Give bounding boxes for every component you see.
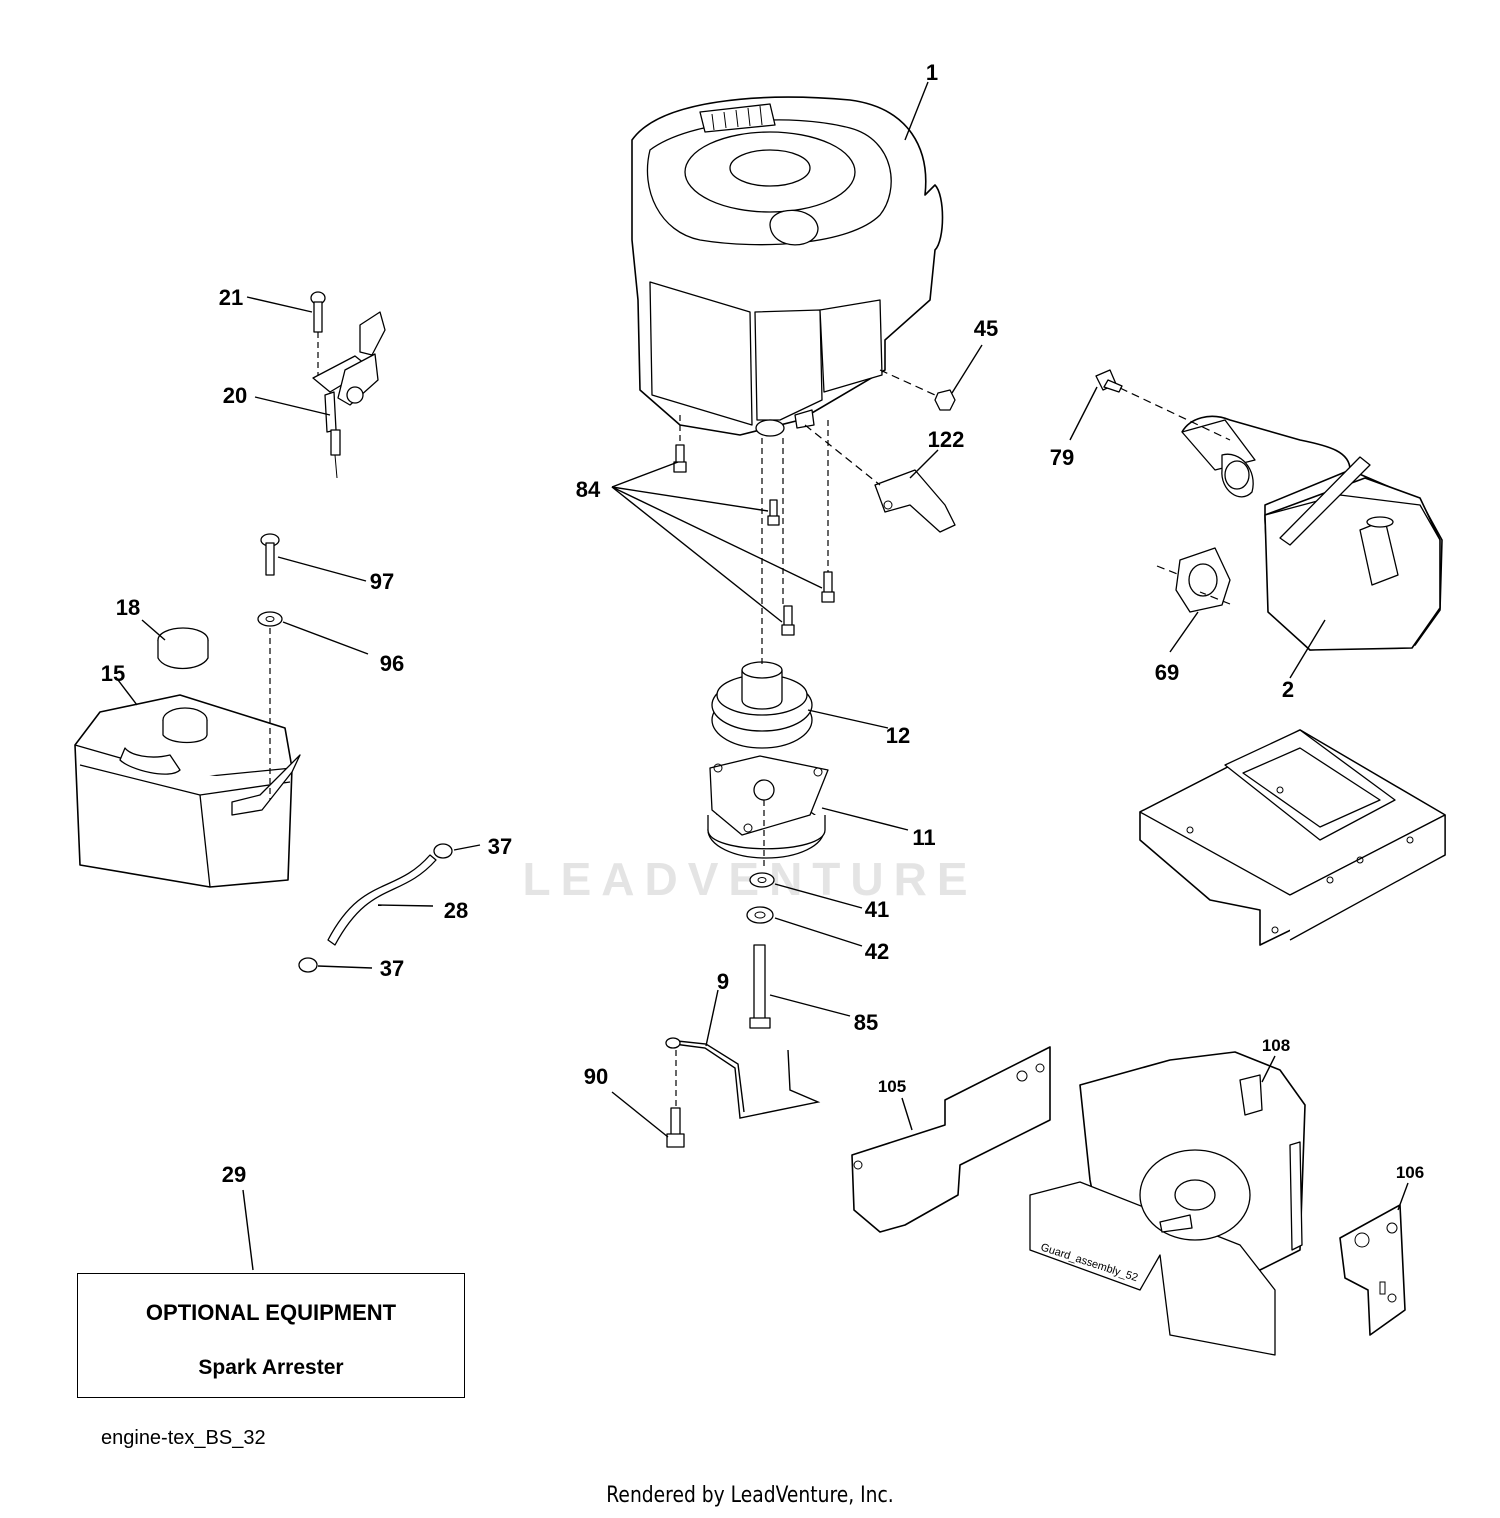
part-number-96: 96 bbox=[380, 651, 404, 676]
fuel-line-28[interactable] bbox=[327, 854, 437, 946]
watermark: LEADVENTURE bbox=[522, 853, 978, 905]
part-number-28: 28 bbox=[444, 898, 468, 923]
gasket-69[interactable] bbox=[1175, 547, 1231, 613]
clamp-37-top[interactable] bbox=[433, 843, 453, 859]
footer-credit: Rendered by LeadVenture, Inc. bbox=[606, 1483, 894, 1508]
bolts-84[interactable] bbox=[673, 444, 835, 636]
shield-122[interactable] bbox=[874, 469, 956, 533]
part-number-84: 84 bbox=[576, 477, 601, 502]
bolt-79[interactable] bbox=[1095, 369, 1123, 393]
part-number-11: 11 bbox=[912, 825, 935, 850]
bolt-90[interactable] bbox=[666, 1107, 685, 1148]
leader-lines bbox=[117, 81, 1409, 1271]
part-number-12: 12 bbox=[886, 723, 910, 748]
muffler-drawing[interactable] bbox=[1181, 415, 1443, 651]
part-number-106: 106 bbox=[1396, 1163, 1424, 1182]
engine-drawing[interactable] bbox=[631, 96, 944, 437]
bolt-85[interactable] bbox=[749, 944, 771, 1029]
rod-9[interactable] bbox=[665, 1037, 821, 1119]
part-number-29: 29 bbox=[222, 1162, 246, 1187]
fuel-cap-18[interactable] bbox=[157, 627, 209, 670]
part-number-79: 79 bbox=[1050, 445, 1074, 470]
part-number-69: 69 bbox=[1155, 660, 1179, 685]
part-number-15: 15 bbox=[101, 661, 125, 686]
engine-mount-frame[interactable] bbox=[1139, 729, 1446, 946]
pulley-12[interactable] bbox=[711, 661, 813, 749]
screw-21[interactable] bbox=[310, 291, 326, 333]
part-number-2: 2 bbox=[1282, 677, 1294, 702]
diagram-code: engine-tex_BS_32 bbox=[101, 1427, 266, 1449]
washer-41[interactable] bbox=[749, 872, 775, 888]
guard-assembly-108[interactable]: Guard_assembly_52 bbox=[1029, 1051, 1306, 1356]
part-number-37-top: 37 bbox=[488, 834, 512, 859]
fuel-tank-15[interactable] bbox=[74, 694, 301, 888]
part-number-41: 41 bbox=[865, 897, 889, 922]
part-number-105: 105 bbox=[878, 1077, 906, 1096]
part-number-85: 85 bbox=[854, 1010, 878, 1035]
part-number-90: 90 bbox=[584, 1064, 608, 1089]
clamp-37-bottom[interactable] bbox=[298, 957, 318, 973]
part-number-20: 20 bbox=[223, 383, 247, 408]
guard-panel-105[interactable] bbox=[851, 1046, 1051, 1233]
part-number-21: 21 bbox=[219, 285, 243, 310]
washer-96[interactable] bbox=[257, 611, 283, 627]
part-number-97: 97 bbox=[370, 569, 394, 594]
optional-equipment-item: Spark Arrester bbox=[198, 1356, 344, 1379]
clutch-11[interactable] bbox=[707, 755, 829, 859]
part-number-122: 122 bbox=[928, 427, 965, 452]
washer-42[interactable] bbox=[746, 906, 774, 924]
nut-45[interactable] bbox=[934, 389, 956, 411]
part-number-37-bottom: 37 bbox=[380, 956, 404, 981]
part-number-42: 42 bbox=[865, 939, 889, 964]
optional-equipment-title: OPTIONAL EQUIPMENT bbox=[145, 1300, 397, 1325]
part-number-9: 9 bbox=[717, 969, 729, 994]
throttle-control-20[interactable] bbox=[312, 311, 386, 479]
part-number-45: 45 bbox=[974, 316, 998, 341]
bolt-97[interactable] bbox=[260, 533, 280, 576]
optional-equipment-box: OPTIONAL EQUIPMENT Spark Arrester bbox=[77, 1273, 465, 1398]
part-number-108: 108 bbox=[1262, 1036, 1290, 1055]
part-number-18: 18 bbox=[116, 595, 140, 620]
guard-panel-106[interactable] bbox=[1339, 1204, 1406, 1336]
part-number-1: 1 bbox=[926, 60, 938, 85]
